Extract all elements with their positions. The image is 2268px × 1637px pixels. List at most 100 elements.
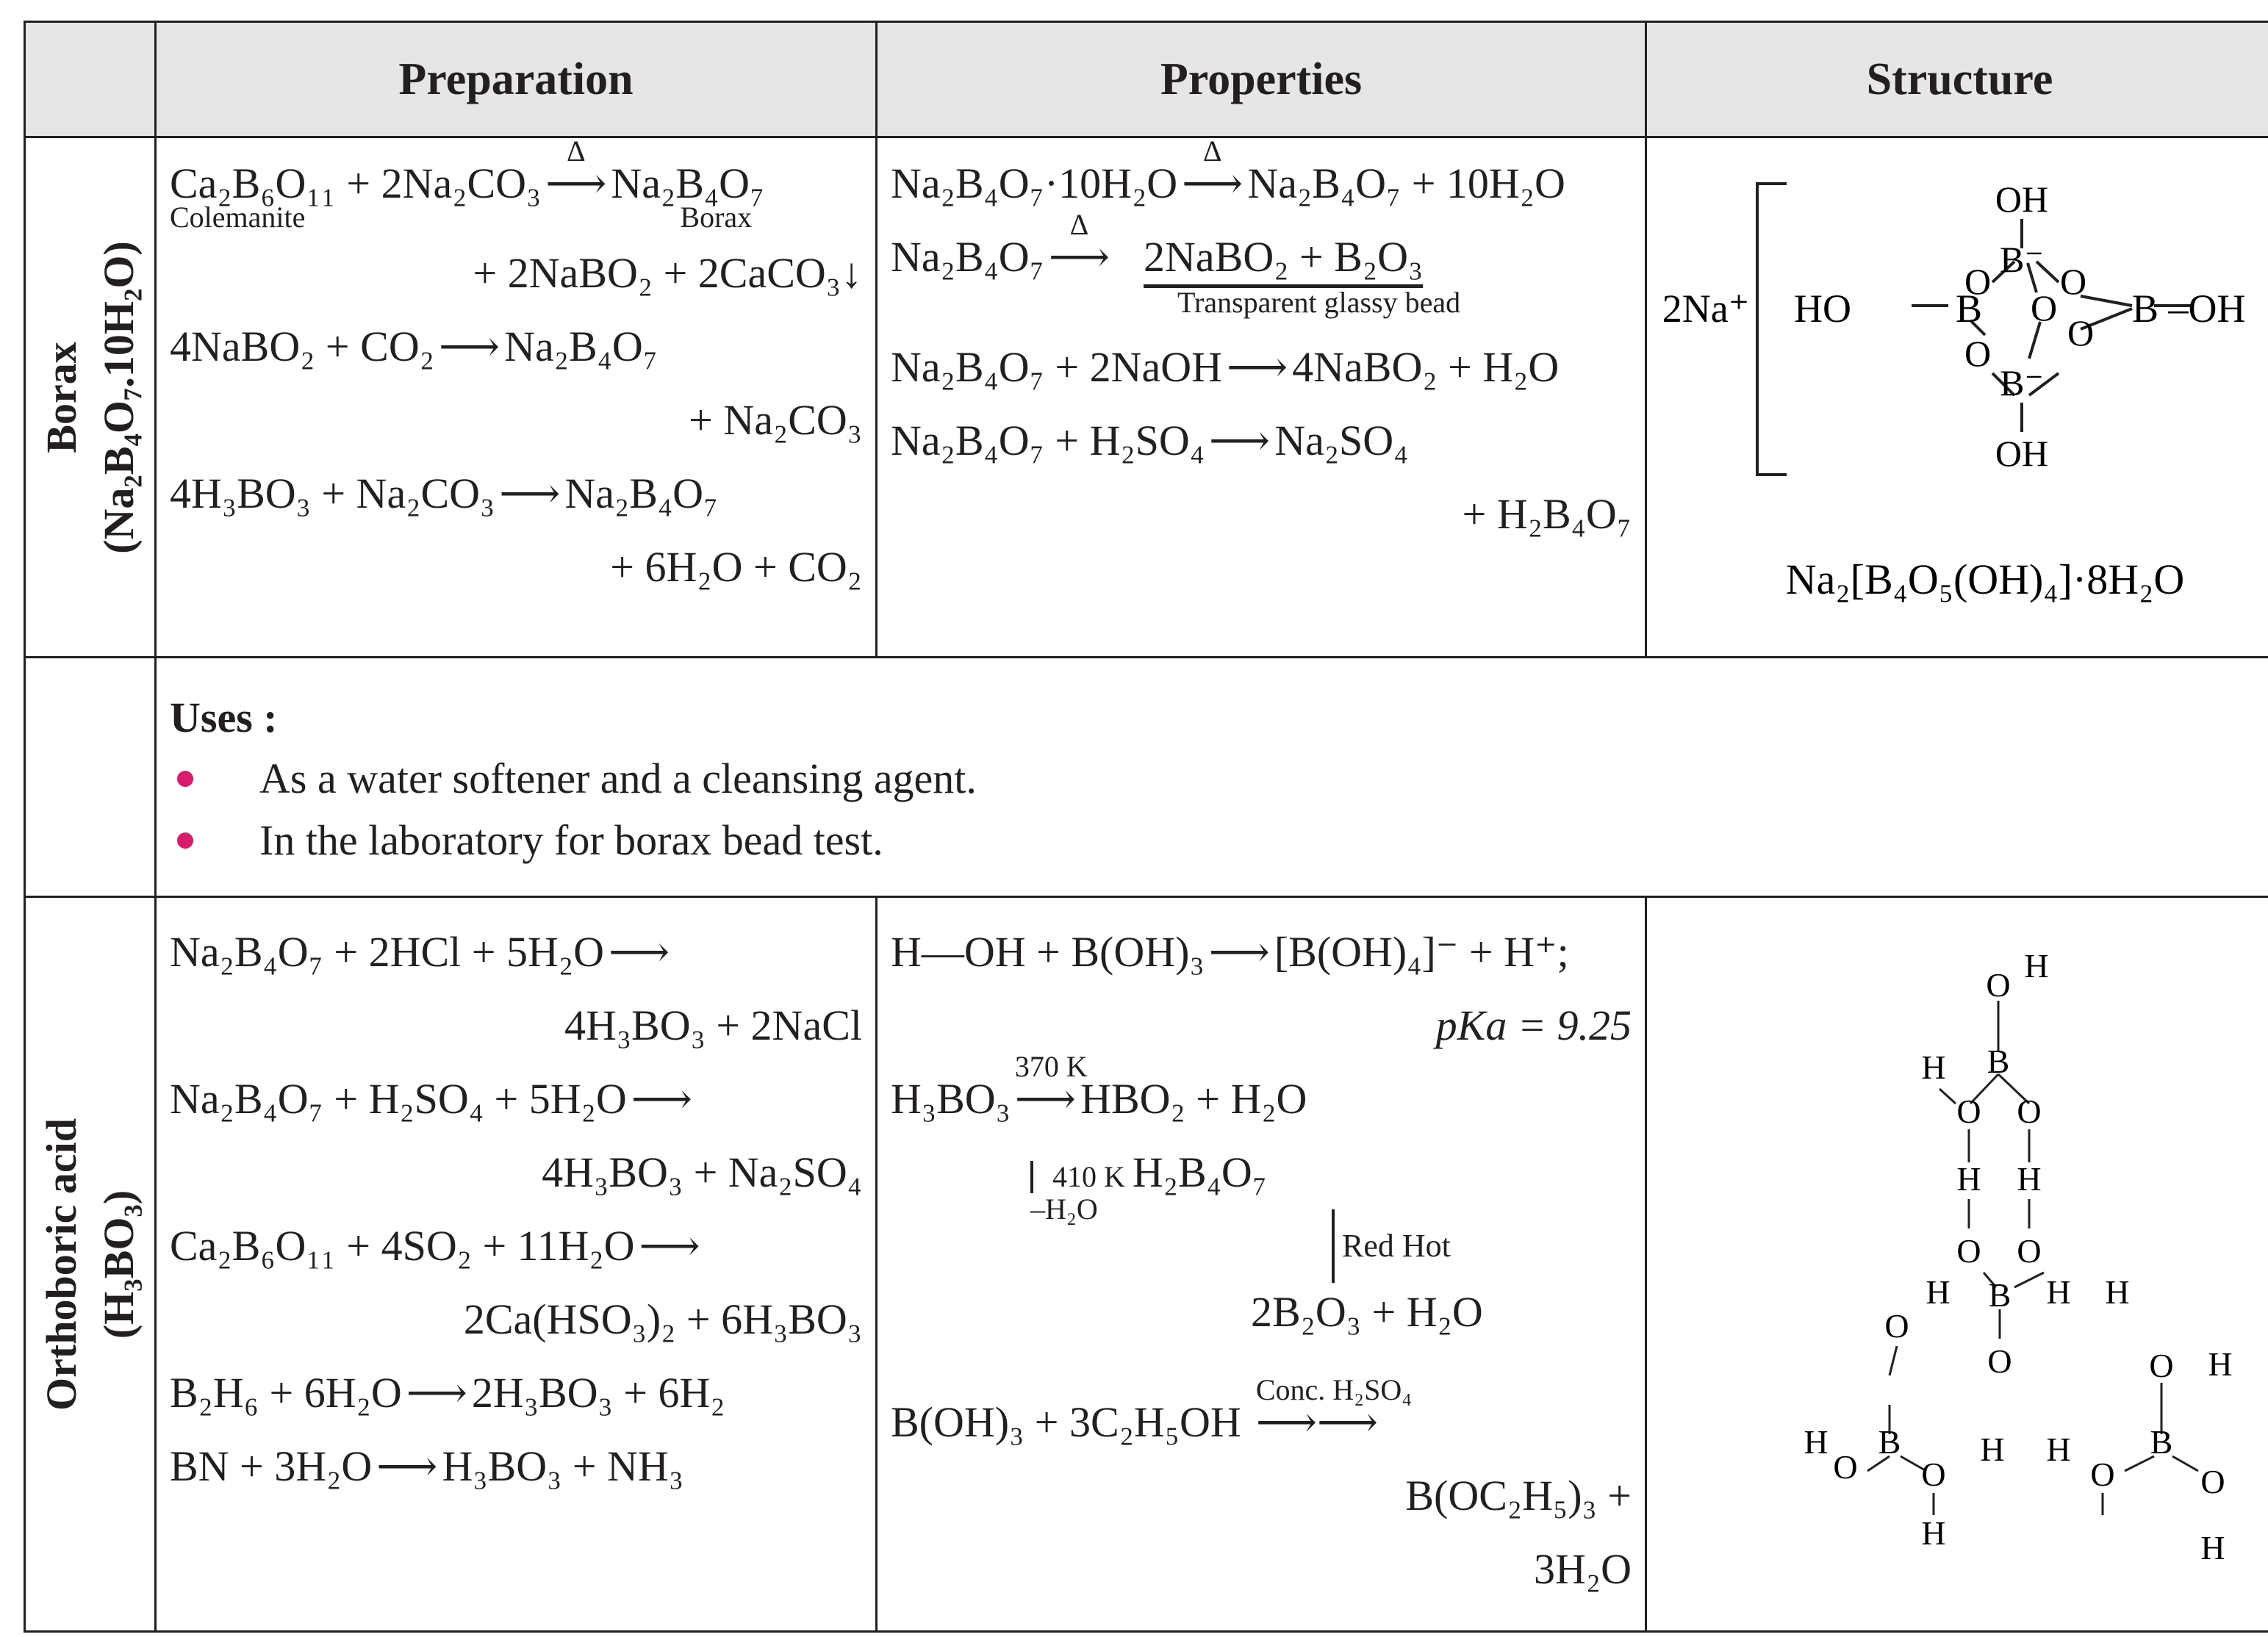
borax-label: Borax (Na₂B₄O₇.10H₂O) [33,241,148,554]
oxygen-label: O [1921,1456,1945,1493]
borax-prep-line-5: 4H₃BO₃ + Na₂CO₃ ⟶ Na₂B₄O₇ [170,457,862,530]
borax-label-small: Borax [680,203,752,232]
uses-label-cell [25,658,156,897]
hydrogen-label: H [2017,1160,2041,1198]
boron-bottom-label: B⁻ [2000,362,2044,403]
ortho-prep-reactants-5: BN + 3H₂O [170,1430,372,1503]
ortho-prep-reactants-2: Na₂B₄O₇ + H₂SO₄ + 5H₂O [170,1062,627,1136]
ortho-prop-reactant-2: H₃BO₃ [891,1062,1011,1136]
boron-label: B [1878,1423,1901,1461]
oxygen-label: O [2031,287,2057,328]
colemanite-label: Colemanite [170,203,305,232]
reaction-arrow: ⟶ [1227,331,1288,404]
ortho-prop-products-1: [B(OH)₄]⁻ + H⁺; [1274,915,1569,989]
delta-label: Δ [545,115,606,188]
oxygen-label: O [2149,1347,2173,1384]
reaction-arrow: ⟶ [639,1209,700,1283]
borax-structure-diagram: OH B⁻ O O O 2Na⁺ HO B O B –OH O B⁻ OH Na… [1647,138,2268,652]
borax-prop-line-5: + H₂B₄O₇ [891,478,1632,551]
borax-prop-product-3: 4NaBO₂ + H₂O [1292,331,1559,404]
orthoboric-label-cell: Orthoboric acid (H₃BO₃) [25,897,156,1632]
conc-h2so4-label: Conc. H₂SO₄ [1256,1353,1378,1427]
oxygen-label: O [2090,1456,2114,1493]
oxygen-label: O [1884,1307,1909,1345]
heat-arrow: Δ⟶ [1049,220,1110,294]
ortho-prep-products-1: 4H₃BO₃ + 2NaCl [170,989,862,1062]
borax-formula: (Na₂B₄O₇.10H₂O) [90,241,148,554]
ortho-prep-reactants-1: Na₂B₄O₇ + 2HCl + 5H₂O [170,915,604,989]
oxygen-label: O [2200,1463,2225,1500]
orthoboric-preparation-cell: Na₂B₄O₇ + 2HCl + 5H₂O ⟶ 4H₃BO₃ + 2NaCl N… [156,897,877,1632]
oh-bottom-label: OH [1995,433,2048,474]
uses-item: In the laboratory for borax bead test. [170,810,2259,871]
header-structure: Structure [1646,22,2268,137]
oxygen-label: O [1964,333,1991,374]
borax-prop-line-1: Na₂B₄O₇·10H₂O Δ⟶ Na₂B₄O₇ + 10H₂O [891,147,1632,220]
boron-label: B [1987,1043,2010,1080]
borax-prep-product-2: Na₂B₄O₇ [504,310,658,384]
uses-block: Uses : As a water softener and a cleansi… [157,658,2268,886]
reaction-arrow: ⟶ [406,1356,467,1430]
borax-prep-product-3: Na₂B₄O₇ [564,457,718,530]
dehydration-step: 410 K –H₂O [1030,1161,1125,1226]
borax-row: Borax (Na₂B₄O₇.10H₂O) Ca₂B₆O₁₁ + 2Na₂CO₃… [25,137,2268,658]
reaction-arrow: ⟶ [439,310,500,384]
hydrogen-label: H [1980,1431,2004,1468]
water-product: 3H₂O [891,1533,1632,1606]
glassy-bead-note: Transparent glassy bead [891,288,1632,331]
ortho-prep-products-5: H₃BO₃ + NH₃ [442,1430,683,1503]
reaction-arrow: ⟶ [609,915,670,989]
borax-prop-reactant-3: Na₂B₄O₇ + 2NaOH [891,331,1222,404]
orthoboric-properties-cell: H—OH + B(OH)₃ ⟶ [B(OH)₄]⁻ + H⁺; pKa = 9.… [877,897,1646,1632]
temperature-370-label: 370 K [1015,1030,1076,1104]
orthoboric-properties: H—OH + B(OH)₃ ⟶ [B(OH)₄]⁻ + H⁺; pKa = 9.… [878,898,1645,1606]
ho-left-label: HO [1794,287,1851,331]
hydrogen-label: H [2024,947,2048,985]
hydrogen-label: H [1926,1273,1950,1311]
oxygen-label: O [2017,1093,2041,1130]
hydrogen-label: H [1921,1048,1945,1086]
borax-preparation: Ca₂B₆O₁₁ + 2Na₂CO₃ Δ⟶ Na₂B₄O₇ Colemanite… [157,138,875,604]
borax-structure-formula: Na₂[B₄O₅(OH)₄]·8H₂O [1786,555,2184,603]
borax-prop-line-3: Na₂B₄O₇ + 2NaOH ⟶ 4NaBO₂ + H₂O [891,331,1632,404]
header-preparation: Preparation [156,22,877,137]
borax-prep-reactants-3: 4H₃BO₃ + Na₂CO₃ [170,457,495,530]
header-properties: Properties [877,22,1646,137]
ortho-prep-line-3: Na₂B₄O₇ + H₂SO₄ + 5H₂O ⟶ [170,1062,862,1136]
heat-arrow: Δ⟶ [545,147,606,220]
borax-prep-line-4: + Na₂CO₃ [170,384,862,457]
red-hot-label: Red Hot [1332,1209,1451,1283]
borax-prop-product-4: Na₂SO₄ [1274,404,1408,478]
catalyst-arrow: Conc. H₂SO₄⟶⟶ [1256,1386,1378,1459]
ortho-prop-line-7: B(OH)₃ + 3C₂H₅OH Conc. H₂SO₄⟶⟶ [891,1386,1632,1459]
borax-name: Borax [33,241,90,554]
ortho-prop-line-3: H₃BO₃ 370 K⟶ HBO₂ + H₂O [891,1062,1632,1136]
borax-prep-line-3: 4NaBO₂ + CO₂ ⟶ Na₂B₄O₇ [170,310,862,384]
orthoboric-structure-cell: O H B H O O H H O O H B H H O O O B B H [1646,897,2268,1632]
borax-prep-line-6: + 6H₂O + CO₂ [170,530,862,604]
borax-prop-line-2: Na₂B₄O₇ Δ⟶ 2NaBO₂ + B₂O₃ [891,220,1632,294]
hydrogen-label: H [2200,1529,2225,1566]
ortho-prep-line-5: Ca₂B₆O₁₁ + 4SO₂ + 11H₂O ⟶ [170,1209,862,1283]
borax-properties-cell: Na₂B₄O₇·10H₂O Δ⟶ Na₂B₄O₇ + 10H₂O Na₂B₄O₇… [877,137,1646,658]
borax-properties: Na₂B₄O₇·10H₂O Δ⟶ Na₂B₄O₇ + 10H₂O Na₂B₄O₇… [878,138,1645,551]
ortho-prep-reactants-3: Ca₂B₆O₁₁ + 4SO₂ + 11H₂O [170,1209,635,1283]
oxygen-label: O [1956,1232,1981,1270]
uses-item-text: In the laboratory for borax bead test. [259,810,883,871]
ortho-prop-line-5: Red Hot [891,1209,1632,1276]
b-oh-right-label: B –OH [2132,287,2246,331]
boron-oxide-product: 2B₂O₃ + H₂O [891,1276,1632,1349]
boron-left-label: B [1956,287,1982,331]
oxygen-label: O [1956,1093,1981,1130]
borax-prop-reactant-1: Na₂B₄O₇·10H₂O [891,147,1177,220]
borax-prop-line-4: Na₂B₄O₇ + H₂SO₄ ⟶ Na₂SO₄ [891,404,1632,478]
delta-label: Δ [1182,115,1243,188]
orthoboric-preparation: Na₂B₄O₇ + 2HCl + 5H₂O ⟶ 4H₃BO₃ + 2NaCl N… [157,898,875,1503]
oh-top-label: OH [1995,179,2048,220]
heat-arrow: 370 K⟶ [1015,1062,1076,1136]
borax-prep-line-2: + 2NaBO₂ + 2CaCO₃↓ [170,237,862,310]
ortho-prop-reactants-1: H—OH + B(OH)₃ [891,915,1205,989]
hydrogen-label: H [1804,1423,1828,1461]
ortho-prep-line-1: Na₂B₄O₇ + 2HCl + 5H₂O ⟶ [170,915,862,989]
oxygen-label: O [2017,1232,2041,1270]
